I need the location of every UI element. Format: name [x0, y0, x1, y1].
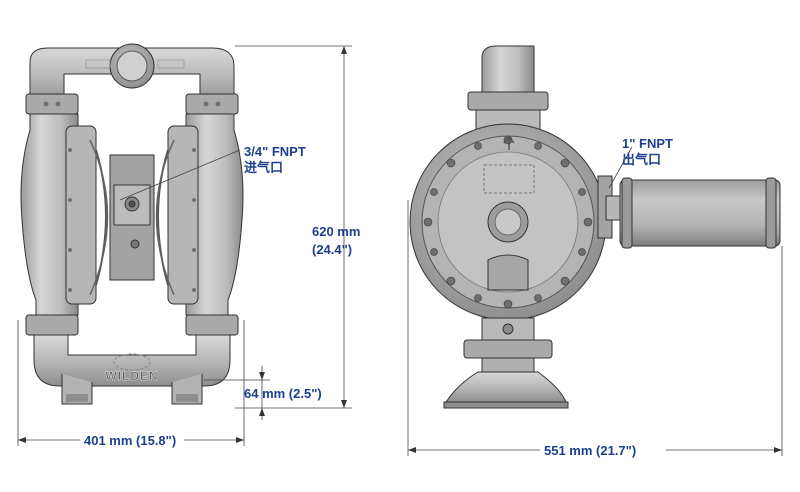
side-width-label: 551 mm (21.7") [544, 443, 637, 458]
height-in-label: (24.4") [312, 242, 353, 257]
height-mm-label: 620 mm [312, 224, 361, 239]
outlet-label: 1" FNPT [622, 136, 673, 151]
front-width-label: 401 mm (15.8") [84, 433, 177, 448]
dimension-arrows [18, 46, 782, 453]
front-view-pump [20, 43, 244, 405]
outlet-label-cn: 出气口 [622, 152, 662, 167]
inlet-label: 3/4" FNPT [244, 144, 306, 159]
side-view-pump [409, 45, 781, 409]
foot-height-label: 64 mm (2.5") [244, 386, 322, 401]
inlet-label-cn: 进气口 [244, 160, 284, 175]
brand-engraving: WILDEN [105, 369, 158, 383]
